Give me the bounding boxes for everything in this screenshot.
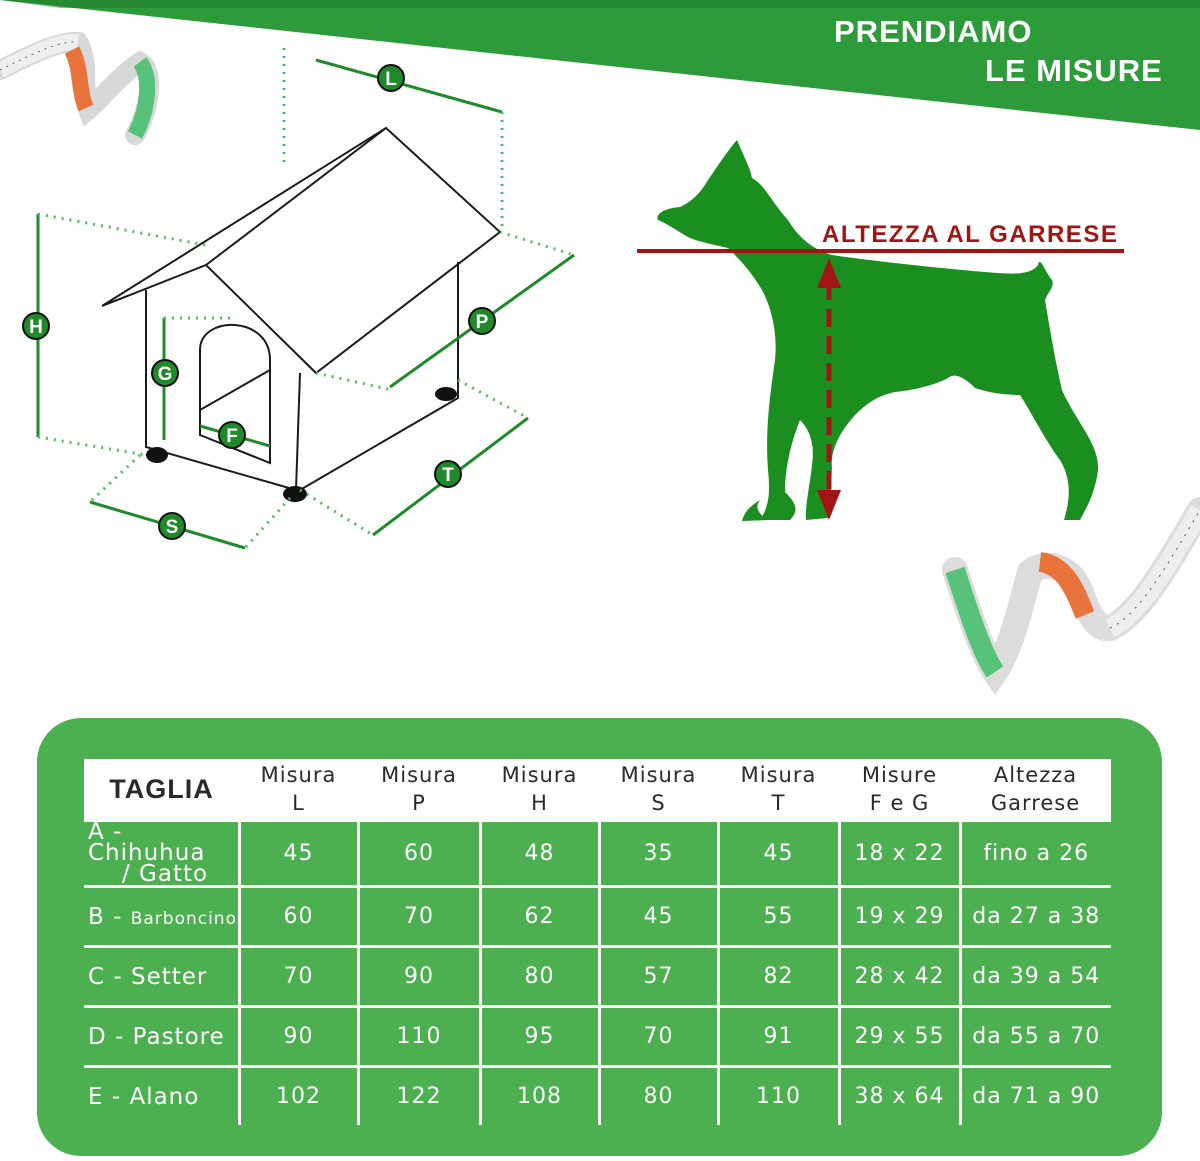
header-banner <box>0 0 1200 130</box>
table-cell: 28 x 42 <box>839 946 962 1008</box>
table-cell: 95 <box>480 1006 601 1068</box>
table-cell: 19 x 29 <box>839 886 962 948</box>
label-p-circle: P <box>468 307 496 335</box>
table-cell: 122 <box>358 1066 482 1125</box>
table-cell: 90 <box>358 946 482 1008</box>
table-cell: 60 <box>239 886 360 948</box>
banner-title-line2: LE MISURE <box>985 53 1163 88</box>
label-g: G <box>158 364 173 385</box>
table-cell: 110 <box>358 1006 482 1068</box>
table-row: E - Alano 102 122 108 80 110 38 x 64 da … <box>84 1066 1111 1125</box>
dog-house-diagram: L P H G F S T <box>22 48 575 550</box>
table-cell: 45 <box>718 819 841 888</box>
dimension-labels: L P H G F S T <box>22 64 496 540</box>
table-cell: 62 <box>480 886 601 948</box>
table-cell: 38 x 64 <box>839 1066 962 1125</box>
table-cell: fino a 26 <box>960 819 1111 888</box>
table-cell: 110 <box>718 1066 841 1125</box>
table-cell: 55 <box>718 886 841 948</box>
table-cell: 70 <box>358 886 482 948</box>
table-cell: da 27 a 38 <box>960 886 1111 948</box>
table-cell: 80 <box>480 946 601 1008</box>
label-l-circle: L <box>377 64 405 92</box>
dog-silhouette-icon <box>657 140 1099 520</box>
size-cell: E - Alano <box>84 1066 241 1125</box>
table-cell: 35 <box>599 819 720 888</box>
table-cell: da 39 a 54 <box>960 946 1111 1008</box>
label-f: F <box>226 426 238 447</box>
table-cell: 108 <box>480 1066 601 1125</box>
size-cell: C - Setter <box>84 946 241 1008</box>
table-cell: 18 x 22 <box>839 819 962 888</box>
table-cell: 82 <box>718 946 841 1008</box>
table-row: B - Barboncino 60 70 62 45 55 19 x 29 da… <box>84 886 1111 948</box>
table-row: D - Pastore 90 110 95 70 91 29 x 55 da 5… <box>84 1006 1111 1068</box>
label-l: L <box>385 69 397 90</box>
table-row: A - Chihuhua/ Gatto 45 60 48 35 45 18 x … <box>84 819 1111 888</box>
table-cell: 57 <box>599 946 720 1008</box>
table-cell: 91 <box>718 1006 841 1068</box>
banner-title-line1: PRENDIAMO <box>834 14 1033 49</box>
table-cell: 80 <box>599 1066 720 1125</box>
table-cell: da 55 a 70 <box>960 1006 1111 1068</box>
label-s-circle: S <box>158 512 186 540</box>
table-cell: 60 <box>358 819 482 888</box>
header-taglia: TAGLIA <box>84 759 239 821</box>
table-cell: 45 <box>239 819 360 888</box>
table-cell: 48 <box>480 819 601 888</box>
label-s: S <box>166 517 179 538</box>
label-p: P <box>476 312 489 333</box>
table-cell: 102 <box>239 1066 360 1125</box>
table-cell: da 71 a 90 <box>960 1066 1111 1125</box>
size-cell: B - Barboncino <box>84 886 241 948</box>
label-h-circle: H <box>22 312 50 340</box>
dog-withers-diagram: ALTEZZA AL GARRESE <box>637 140 1124 521</box>
label-t: T <box>442 465 454 486</box>
label-f-circle: F <box>218 421 246 449</box>
label-h: H <box>29 317 43 338</box>
size-cell: D - Pastore <box>84 1006 241 1068</box>
label-g-circle: G <box>151 359 179 387</box>
table-row: C - Setter 70 90 80 57 82 28 x 42 da 39 … <box>84 946 1111 1008</box>
table-cell: 70 <box>599 1006 720 1068</box>
table-cell: 29 x 55 <box>839 1006 962 1068</box>
table-cell: 90 <box>239 1006 360 1068</box>
withers-height-label: ALTEZZA AL GARRESE <box>822 221 1118 248</box>
table-cell: 45 <box>599 886 720 948</box>
label-t-circle: T <box>434 460 462 488</box>
size-cell: A - Chihuhua/ Gatto <box>84 819 241 888</box>
table-cell: 70 <box>239 946 360 1008</box>
